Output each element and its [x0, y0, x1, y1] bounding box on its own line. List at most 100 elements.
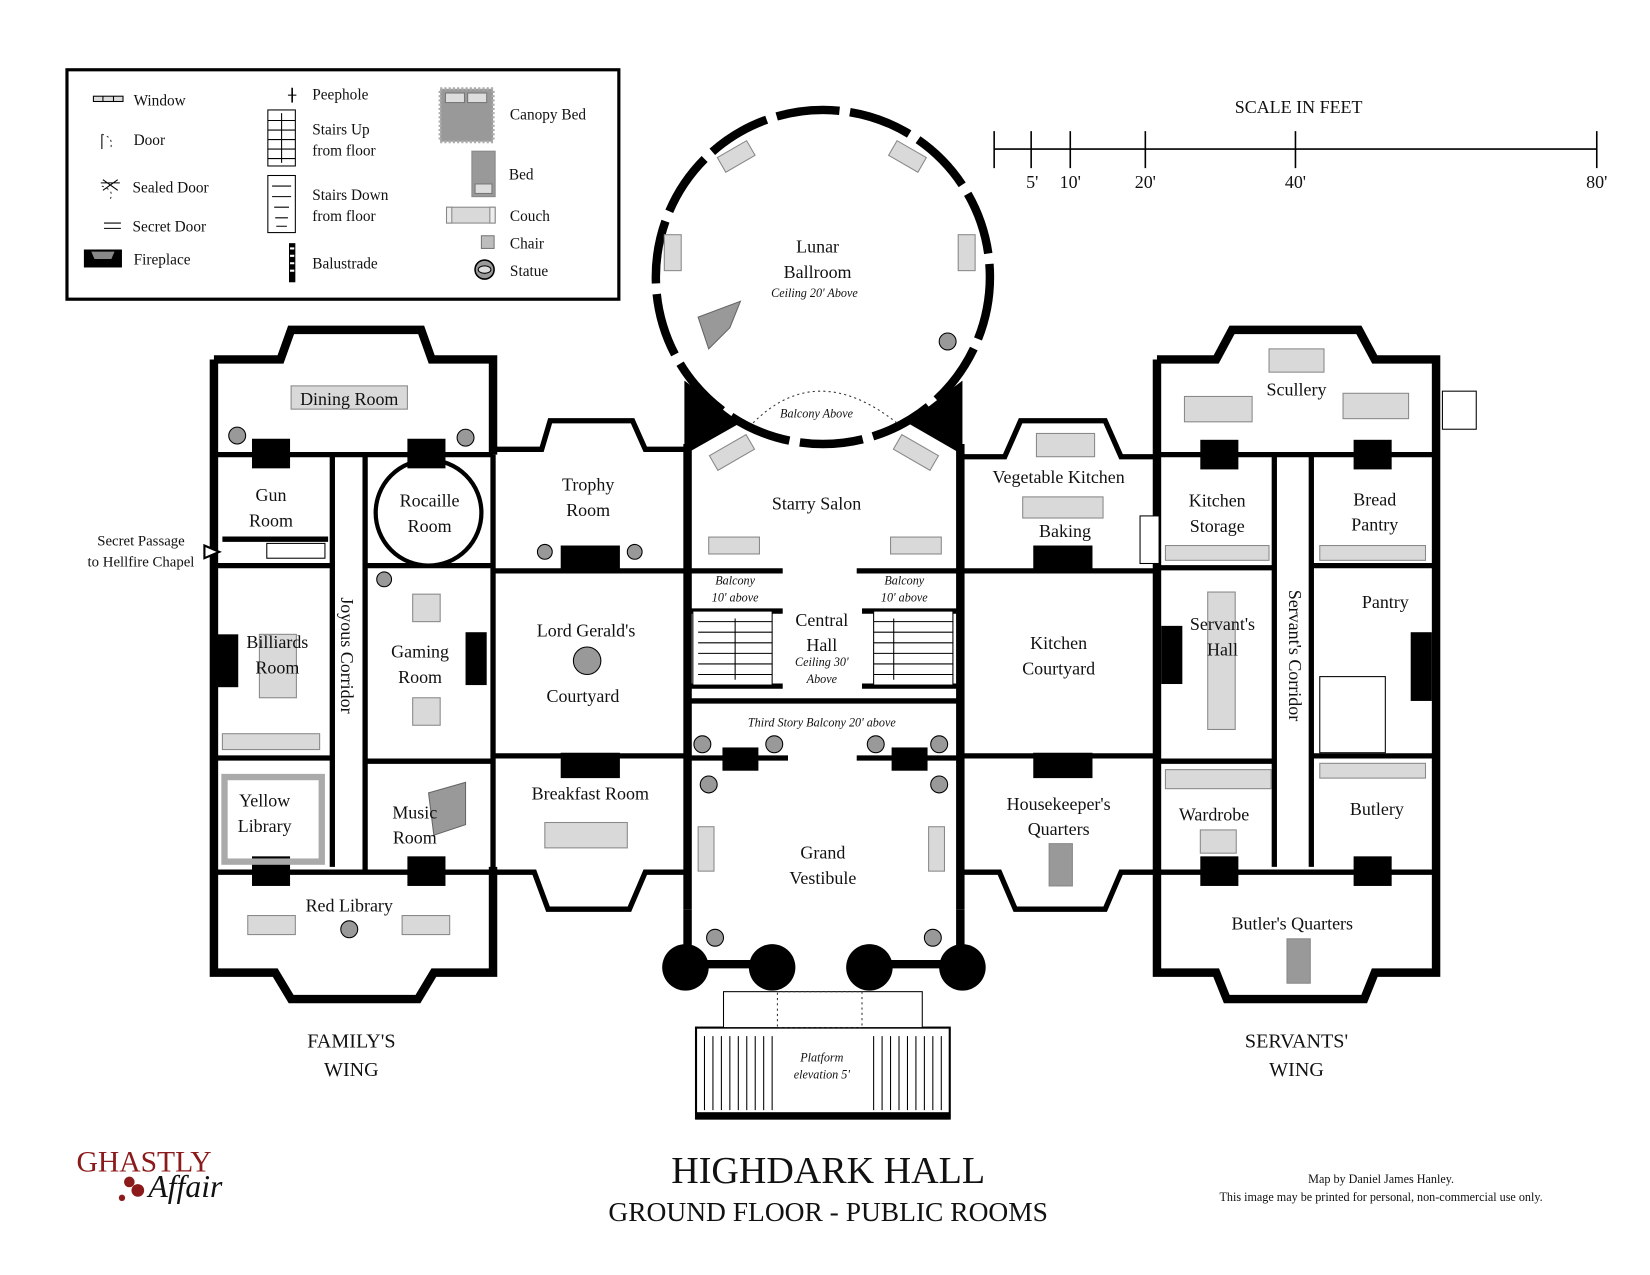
label-gaming-room: Gaming [391, 642, 449, 662]
legend-couch: Couch [510, 208, 550, 225]
label-kitchen-storage-2: Storage [1190, 516, 1245, 536]
label-third-balcony: Third Story Balcony 20' above [748, 715, 896, 729]
canopy-bed-icon [438, 87, 495, 144]
label-trophy-room: Trophy [562, 475, 614, 495]
label-family-wing: FAMILY'S [307, 1031, 395, 1053]
label-central-hall-2: Hall [806, 635, 837, 655]
label-bread-pantry-2: Pantry [1351, 515, 1398, 535]
label-grand-vestibule-2: Vestibule [789, 868, 856, 888]
legend-door: Door [134, 132, 165, 149]
legend-stairs-up-2: from floor [312, 142, 375, 159]
label-butlery: Butlery [1350, 799, 1404, 819]
annotations: Secret Passage to Hellfire Chapel FAMILY… [88, 534, 1349, 1082]
legend-peephole: Peephole [312, 86, 368, 103]
label-starry-salon: Starry Salon [772, 494, 861, 514]
label-grand-vestibule: Grand [800, 842, 845, 862]
label-vegetable-kitchen: Vegetable Kitchen [993, 467, 1125, 487]
label-courtyard: Lord Gerald's [537, 620, 636, 640]
logo-line1: GHASTLY [76, 1146, 211, 1178]
scale-title: SCALE IN FEET [1235, 97, 1363, 117]
label-servants-hall: Servant's [1190, 614, 1255, 634]
sealed-door-icon [100, 179, 120, 199]
label-gun-room-2: Room [249, 510, 293, 530]
label-bread-pantry: Bread [1353, 489, 1396, 509]
scale-tick-10: 10' [1060, 172, 1081, 192]
statue-icon [474, 259, 495, 280]
secret-door-icon [103, 222, 121, 229]
room-labels: Dining Room Gun Room Rocaille Room Troph… [238, 237, 1409, 1082]
central-block [662, 433, 986, 1120]
chair-icon [480, 235, 495, 249]
stairs-down-icon [267, 174, 296, 234]
legend-chair: Chair [510, 235, 544, 252]
label-music-room: Music [392, 802, 437, 822]
legend-stairs-up: Stairs Up [312, 121, 370, 138]
label-servants-wing: SERVANTS' [1245, 1031, 1348, 1053]
window-icon [92, 95, 124, 103]
servants-wing [960, 325, 1477, 1004]
label-secret-passage: Secret Passage [97, 534, 185, 550]
label-balcony-left-2: 10' above [712, 591, 759, 605]
label-yellow-library-2: Library [238, 816, 292, 836]
legend-statue: Statue [510, 263, 548, 280]
legend-stairs-down-2: from floor [312, 208, 375, 225]
label-gun-room: Gun [256, 485, 287, 505]
scale-tick-20: 20' [1135, 172, 1156, 192]
label-family-wing-2: WING [324, 1059, 379, 1081]
legend-fireplace: Fireplace [134, 251, 191, 268]
lunar-ballroom [651, 105, 995, 455]
label-billiards-room: Billiards [246, 632, 308, 652]
stairs-up-icon [267, 109, 296, 167]
label-dining-room: Dining Room [300, 389, 398, 409]
map-subtitle: GROUND FLOOR - PUBLIC ROOMS [608, 1197, 1048, 1227]
label-kitchen-courtyard: Kitchen [1030, 633, 1087, 653]
label-secret-passage-2: to Hellfire Chapel [88, 555, 195, 571]
legend-canopy-bed: Canopy Bed [510, 106, 586, 123]
label-balcony-left: Balcony [715, 574, 755, 588]
label-red-library: Red Library [306, 895, 393, 915]
couch-icon [445, 206, 496, 224]
label-billiards-room-2: Room [255, 657, 299, 677]
label-central-ceiling: Ceiling 30' [795, 655, 849, 669]
fireplace-icon [83, 249, 122, 268]
credit-author: Map by Daniel James Hanley. [1308, 1172, 1454, 1186]
scale-tick-5: 5' [1026, 172, 1038, 192]
label-balcony-above: Balcony Above [780, 407, 854, 421]
peephole-icon [287, 87, 297, 103]
legend-sealed-door: Sealed Door [133, 179, 209, 196]
label-balcony-right-2: 10' above [881, 591, 928, 605]
label-butlers-quarters: Butler's Quarters [1232, 913, 1354, 933]
label-kitchen-courtyard-2: Courtyard [1022, 659, 1095, 679]
label-servants-wing-2: WING [1269, 1059, 1324, 1081]
label-central-ceiling-2: Above [806, 672, 838, 686]
label-lunar-ballroom-2: Ballroom [784, 262, 852, 282]
map-title: HIGHDARK HALL [671, 1150, 985, 1192]
balustrade-icon [288, 243, 296, 283]
label-kitchen-storage: Kitchen [1189, 490, 1246, 510]
label-pantry: Pantry [1362, 592, 1409, 612]
label-courtyard-2: Courtyard [546, 686, 619, 706]
legend-window: Window [134, 93, 186, 110]
platform [694, 991, 951, 1120]
legend-balustrade: Balustrade [312, 256, 378, 273]
label-rocaille-room-2: Room [408, 516, 452, 536]
label-ballroom-ceiling: Ceiling 20' Above [771, 286, 858, 300]
label-housekeepers-quarters: Housekeeper's [1007, 794, 1111, 814]
label-scullery: Scullery [1267, 379, 1327, 399]
credit-usage: This image may be printed for personal, … [1219, 1190, 1542, 1204]
label-lunar-ballroom: Lunar [796, 237, 839, 257]
scale-tick-80: 80' [1586, 172, 1607, 192]
label-yellow-library: Yellow [239, 791, 290, 811]
label-balcony-right: Balcony [884, 574, 924, 588]
legend: Window Door Sealed Door Secret Door Fire… [65, 68, 621, 301]
label-joyous-corridor: Joyous Corridor [337, 597, 357, 713]
label-wardrobe: Wardrobe [1179, 804, 1249, 824]
label-servants-corridor: Servant's Corridor [1285, 590, 1305, 722]
ghastly-affair-logo: GHASTLY Affair [76, 1146, 223, 1203]
label-trophy-room-2: Room [566, 500, 610, 520]
legend-secret-door: Secret Door [133, 219, 207, 236]
scale-bar: SCALE IN FEET 5' 10' 20' 40' 80' [993, 97, 1607, 192]
label-rocaille-room: Rocaille [400, 490, 460, 510]
legend-bed: Bed [509, 167, 534, 184]
